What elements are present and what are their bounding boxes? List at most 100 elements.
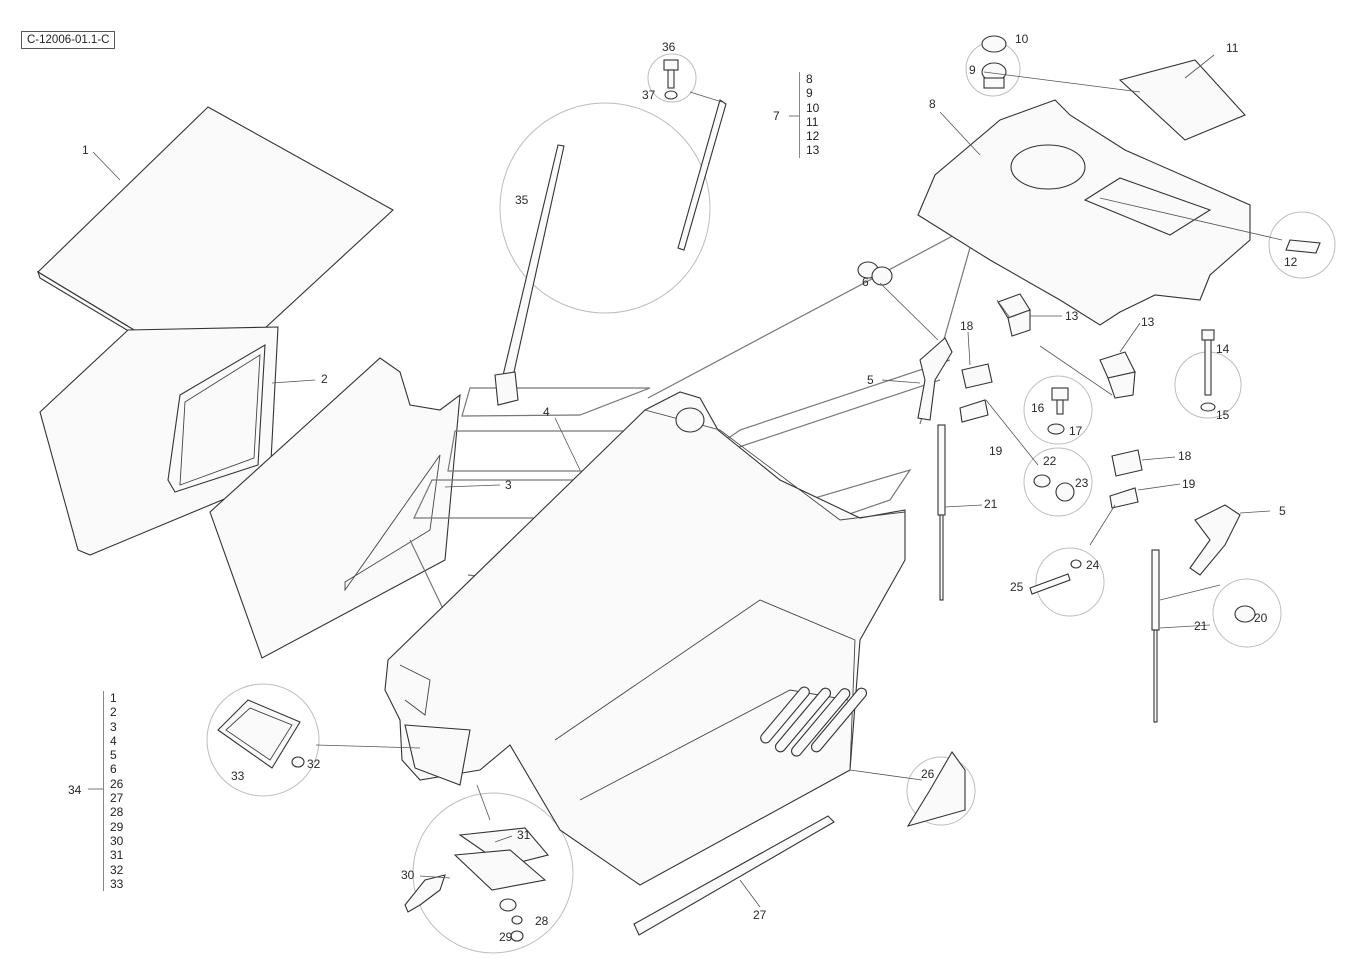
- group-34-item: 32: [110, 862, 124, 877]
- lid-11-part: [1118, 59, 1246, 141]
- group-7-item: 11: [806, 114, 819, 129]
- hinge-5b-part: [1189, 504, 1241, 576]
- bolt-25-part: [1029, 559, 1082, 595]
- nut-23-part: [1055, 482, 1075, 502]
- callout-13a: 13: [1065, 309, 1079, 323]
- strip-27-part: [633, 815, 835, 936]
- callout-25: 25: [1010, 580, 1024, 594]
- left-side-window-part: [39, 326, 279, 556]
- callout-15: 15: [1216, 408, 1230, 422]
- leader-lines: [92, 54, 1283, 908]
- callout-10: 10: [1015, 32, 1029, 46]
- callout-9: 9: [969, 63, 976, 77]
- group-34-item: 27: [110, 791, 124, 806]
- callout-8: 8: [929, 97, 936, 111]
- callout-22: 22: [1043, 454, 1057, 468]
- hood-body-part: [384, 391, 906, 886]
- group-34-item: 28: [110, 805, 124, 820]
- fuel-cap-part: [981, 35, 1007, 89]
- callout-21b: 21: [1194, 619, 1208, 633]
- group-7-item: 9: [806, 86, 813, 101]
- group-34-item: 31: [110, 848, 124, 863]
- callout-13b: 13: [1141, 315, 1155, 329]
- callout-11: 11: [1226, 41, 1239, 55]
- block-18a-part: [961, 363, 993, 389]
- callout-14: 14: [1216, 342, 1230, 356]
- callout-5a: 5: [867, 373, 874, 387]
- callout-28: 28: [535, 914, 549, 928]
- callout-27: 27: [753, 908, 767, 922]
- callout-33: 33: [231, 769, 245, 783]
- guard-26-part: [906, 750, 966, 827]
- callout-30: 30: [401, 868, 415, 882]
- group-7-list: 8 9 10 11 12 13: [799, 72, 819, 158]
- callout-2: 2: [321, 372, 328, 386]
- callout-5b: 5: [1279, 504, 1286, 518]
- group-34-item: 26: [110, 776, 124, 791]
- tag-12-part: [1285, 239, 1321, 254]
- group-34-item: 6: [110, 762, 117, 777]
- group-34-label: 34: [68, 783, 82, 797]
- callout-26: 26: [921, 767, 935, 781]
- bracket-19a-part: [959, 399, 989, 423]
- group-34-item: 33: [110, 876, 124, 891]
- callout-19a: 19: [989, 444, 1003, 458]
- callout-16: 16: [1031, 401, 1045, 415]
- bracket-13a-part: [997, 293, 1031, 337]
- callout-31: 31: [517, 828, 531, 842]
- bolt-36-part: [663, 59, 679, 100]
- callout-21a: 21: [984, 497, 998, 511]
- callout-4: 4: [543, 405, 550, 419]
- plate-33-part: [217, 699, 305, 769]
- callout-32: 32: [307, 757, 321, 771]
- callout-24: 24: [1086, 558, 1100, 572]
- group-34-list: 1 2 3 4 5 6 26 27 28 29 30 31 32 33: [103, 691, 124, 892]
- group-7-label: 7: [773, 109, 780, 123]
- bolt-16-part: [1047, 387, 1069, 435]
- hinge-5a-part: [917, 337, 953, 421]
- bushing-20-part: [1234, 605, 1256, 623]
- group-34-item: 1: [110, 691, 117, 705]
- detail-circles: [206, 41, 1336, 954]
- group-34-item: 30: [110, 833, 124, 848]
- callout-3: 3: [505, 478, 512, 492]
- callout-1: 1: [82, 143, 89, 157]
- group-34-item: 29: [110, 819, 124, 834]
- drawing-id-box: C-12006-01.1-C: [21, 31, 116, 49]
- callout-6: 6: [862, 275, 869, 289]
- group-7-item: 10: [806, 100, 820, 115]
- bracket-19b-part: [1109, 487, 1139, 509]
- callout-18b: 18: [1178, 449, 1192, 463]
- bracket-13b-part: [1099, 351, 1136, 399]
- latch-assembly-part: [404, 827, 549, 942]
- prop-rod-part: [494, 99, 727, 406]
- gas-strut-21a-part: [937, 424, 946, 601]
- callout-17: 17: [1069, 424, 1083, 438]
- group-34-item: 5: [110, 748, 117, 763]
- callout-12: 12: [1284, 255, 1298, 269]
- group-34-item: 3: [110, 719, 117, 734]
- bolt-14-part: [1200, 329, 1216, 412]
- washer-22-part: [1033, 474, 1051, 488]
- callout-35: 35: [515, 193, 529, 207]
- group-7-item: 12: [806, 129, 820, 144]
- gas-strut-21b-part: [1151, 549, 1160, 723]
- right-side-window-part: [209, 357, 461, 659]
- callout-36: 36: [662, 40, 676, 54]
- tank-cover-part: [917, 99, 1251, 326]
- callout-19b: 19: [1182, 477, 1196, 491]
- group-34-item: 4: [110, 733, 117, 748]
- callout-23: 23: [1075, 476, 1089, 490]
- group-7-item: 8: [806, 72, 813, 86]
- callout-20: 20: [1254, 611, 1268, 625]
- group-7-item: 13: [806, 143, 820, 158]
- callout-18a: 18: [960, 319, 974, 333]
- callout-29: 29: [499, 930, 513, 944]
- callout-37: 37: [642, 88, 656, 102]
- group-34-item: 2: [110, 705, 117, 720]
- callout-labels: 1 2 3 4 5 5 6 8 9 10 11 12 13 13 14 15 1…: [82, 32, 1298, 944]
- block-18b-part: [1111, 449, 1143, 477]
- hood-vent-slots: [760, 686, 868, 757]
- pin-6-part: [857, 261, 893, 286]
